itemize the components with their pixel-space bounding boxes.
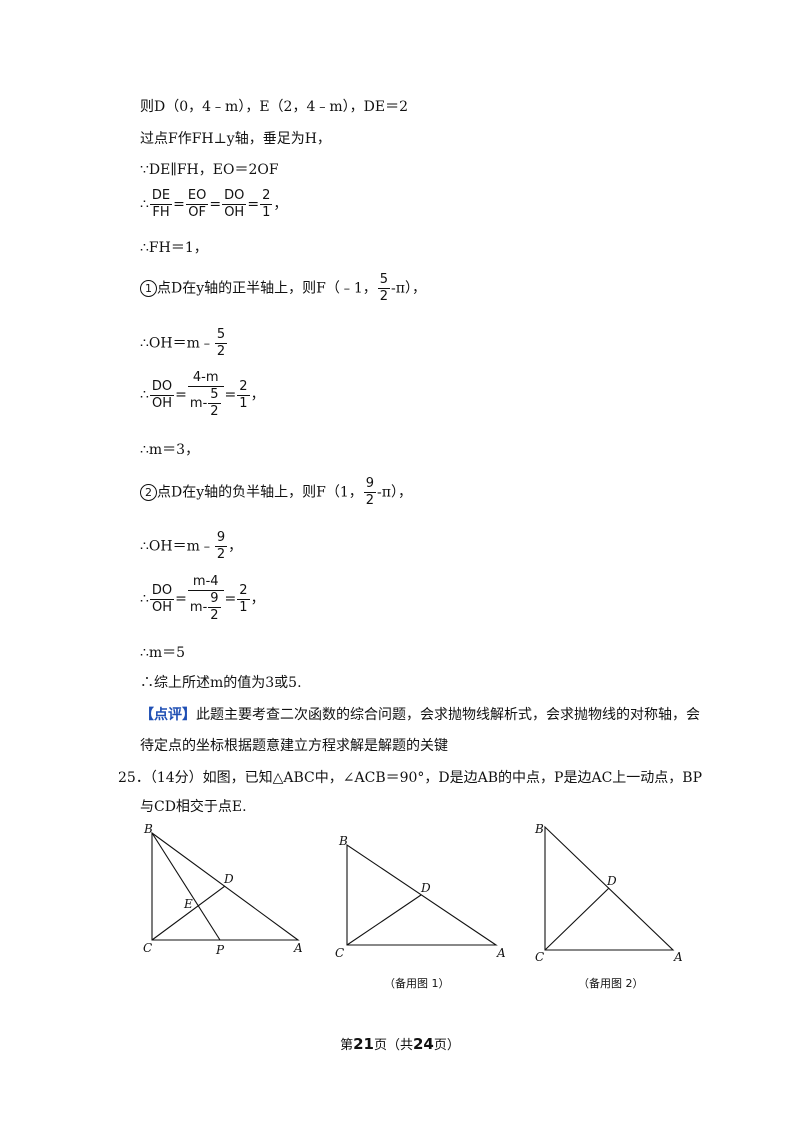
line-parallel: ∵DE∥FH，EO＝2OF — [140, 162, 279, 178]
circled-number: 2 — [140, 483, 157, 501]
label-c: C — [143, 941, 152, 955]
figure-2 — [346, 843, 498, 946]
label-c: C — [535, 950, 544, 964]
geometry-figures: B C A D E P B C A D B C A D — [143, 822, 683, 964]
label-a: A — [496, 946, 506, 960]
label-d: D — [223, 872, 234, 886]
caption-backup-figure-1: （备用图 1） — [384, 977, 450, 990]
comment-tag: 【点评】 — [140, 707, 196, 723]
label-d: D — [606, 874, 617, 888]
line-conclusion: ∴综上所述m的值为3或5. — [140, 675, 302, 691]
label-c: C — [335, 946, 344, 960]
page-total: 24 — [413, 1035, 434, 1053]
figure-1 — [151, 831, 300, 941]
page-number: 21 — [353, 1035, 374, 1053]
label-d: D — [420, 881, 431, 895]
page-footer: 第21页（共24页） — [340, 1035, 460, 1053]
comment-line-1: 【点评】此题主要考查二次函数的综合问题，会求抛物线解析式，会求抛物线的对称轴，会 — [140, 707, 700, 723]
label-p: P — [215, 943, 225, 957]
line-m5: ∴m＝5 — [140, 645, 186, 661]
line-fh-value: ∴FH＝1， — [140, 240, 208, 256]
comment-line-2: 待定点的坐标根据题意建立方程求解是解题的关键 — [140, 738, 448, 754]
circled-number: 1 — [140, 279, 157, 297]
line-m3: ∴m＝3， — [140, 442, 200, 458]
figure-3 — [544, 825, 675, 951]
label-a: A — [293, 941, 303, 955]
label-b: B — [534, 822, 544, 836]
question-25-line-2: 与CD相交于点E. — [140, 799, 247, 815]
label-e: E — [183, 897, 193, 911]
label-b: B — [143, 822, 153, 836]
caption-backup-figure-2: （备用图 2） — [578, 977, 644, 990]
line-fh: 过点F作FH⊥y轴，垂足为H， — [140, 131, 331, 147]
label-b: B — [338, 834, 348, 848]
line-coords: 则D（0，4﹣m），E（2，4﹣m），DE＝2 — [140, 99, 408, 115]
label-a: A — [673, 950, 683, 964]
question-25-line-1: 25．（14分）如图，已知△ABC中，∠ACB＝90°，D是边AB的中点，P是边… — [118, 770, 702, 786]
